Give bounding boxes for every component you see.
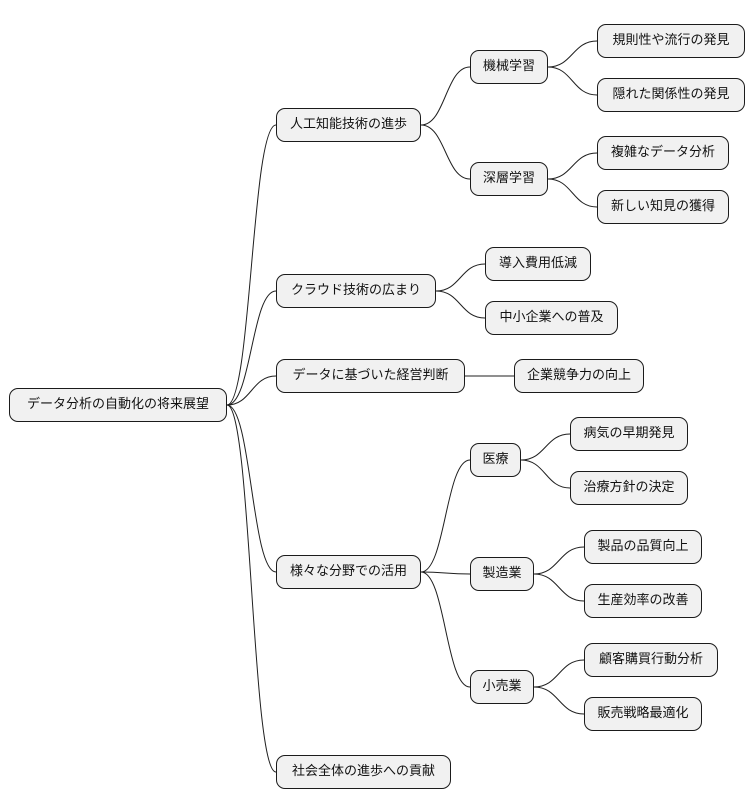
node-deep-learning: 深層学習 — [470, 162, 548, 196]
edge-branch-cloud-spread-to-leaf-cost-reduction — [435, 263, 486, 292]
node-machine-learning: 機械学習 — [470, 50, 548, 84]
edge-node-machine-learning-to-leaf-pattern-discovery — [547, 40, 598, 68]
edge-root-node-to-branch-social-contribution — [226, 404, 277, 773]
edge-branch-various-fields-to-node-retail — [420, 571, 471, 688]
edge-node-deep-learning-to-leaf-new-insights — [547, 178, 598, 208]
edge-branch-various-fields-to-node-manufacturing — [420, 571, 471, 575]
leaf-purchase-analysis: 顧客購買行動分析 — [584, 643, 718, 677]
leaf-sales-strategy: 販売戦略最適化 — [584, 697, 702, 731]
edge-root-node-to-branch-data-driven-decisions — [226, 375, 277, 406]
branch-social-contribution: 社会全体の進歩への貢献 — [276, 755, 451, 789]
branch-various-fields: 様々な分野での活用 — [276, 555, 421, 589]
leaf-sme-adoption: 中小企業への普及 — [485, 301, 618, 335]
edge-node-deep-learning-to-leaf-complex-analysis — [547, 152, 598, 180]
branch-cloud-spread: クラウド技術の広まり — [276, 274, 436, 308]
edge-node-manufacturing-to-leaf-efficiency-improvement — [533, 573, 585, 602]
leaf-complex-analysis: 複雑なデータ分析 — [597, 136, 729, 170]
edge-root-node-to-branch-various-fields — [226, 404, 277, 573]
edge-branch-various-fields-to-node-medical — [420, 459, 471, 573]
branch-ai-progress: 人工知能技術の進歩 — [276, 108, 421, 142]
edge-node-retail-to-leaf-purchase-analysis — [533, 659, 585, 688]
edge-branch-ai-progress-to-node-deep-learning — [420, 124, 471, 180]
edge-node-manufacturing-to-leaf-quality-improvement — [533, 546, 585, 575]
node-manufacturing: 製造業 — [470, 557, 534, 591]
root-node: データ分析の自動化の将来展望 — [9, 388, 227, 422]
edge-node-retail-to-leaf-sales-strategy — [533, 686, 585, 715]
node-retail: 小売業 — [470, 670, 534, 704]
edge-node-machine-learning-to-leaf-hidden-relations — [547, 66, 598, 96]
edge-root-node-to-branch-ai-progress — [226, 124, 277, 406]
leaf-early-detection: 病気の早期発見 — [570, 417, 688, 451]
edge-branch-ai-progress-to-node-machine-learning — [420, 66, 471, 126]
leaf-hidden-relations: 隠れた関係性の発見 — [597, 78, 745, 112]
edge-root-node-to-branch-cloud-spread — [226, 290, 277, 406]
leaf-cost-reduction: 導入費用低減 — [485, 247, 591, 281]
leaf-quality-improvement: 製品の品質向上 — [584, 530, 702, 564]
leaf-treatment-plan: 治療方針の決定 — [570, 471, 688, 505]
branch-data-driven-decisions: データに基づいた経営判断 — [276, 359, 465, 393]
edge-branch-cloud-spread-to-leaf-sme-adoption — [435, 290, 486, 319]
leaf-efficiency-improvement: 生産効率の改善 — [584, 584, 702, 618]
leaf-new-insights: 新しい知見の獲得 — [597, 190, 729, 224]
leaf-pattern-discovery: 規則性や流行の発見 — [597, 24, 745, 58]
edge-node-medical-to-leaf-treatment-plan — [520, 459, 571, 489]
node-medical: 医療 — [470, 443, 521, 477]
edge-node-medical-to-leaf-early-detection — [520, 433, 571, 461]
leaf-competitiveness: 企業競争力の向上 — [514, 359, 644, 393]
